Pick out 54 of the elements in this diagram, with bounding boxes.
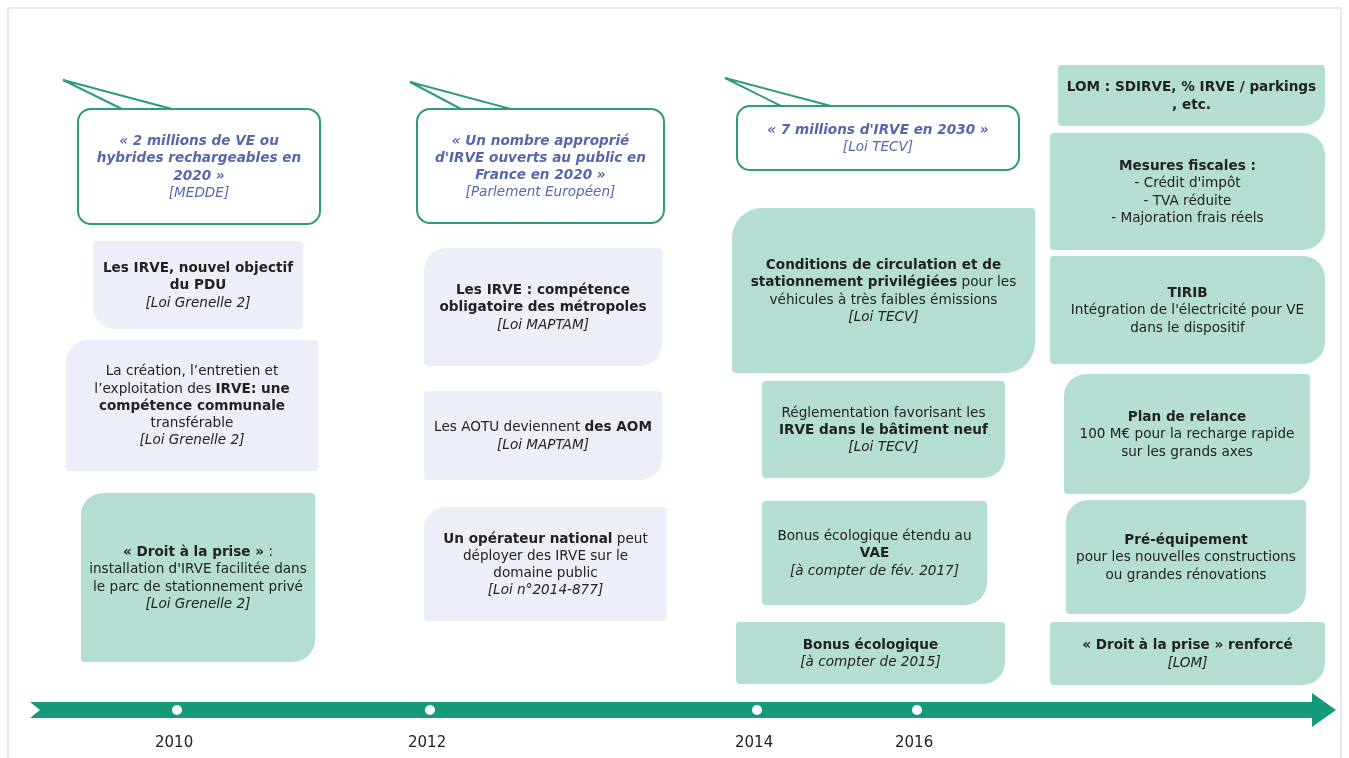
quote-text: « 2 millions de VE ou hybrides rechargeables en 2020 » (95, 132, 303, 184)
note-card (1064, 374, 1310, 494)
year-label: 2012 (408, 733, 447, 751)
source-reference: [MEDDE] (168, 183, 230, 201)
year-label: 2014 (735, 733, 774, 751)
heading-text: LOM : SDIRVE, % IRVE / parkings , etc. (1066, 78, 1317, 113)
note-card (1050, 256, 1325, 364)
note-card (732, 208, 1035, 373)
source-reference: [Loi Grenelle 2] (139, 431, 245, 449)
source-reference: [Loi n°2014-877] (487, 581, 604, 599)
body-text: Bonus écologique étendu au VAE (776, 527, 973, 562)
source-reference: [Loi TECV] (848, 438, 919, 456)
body-text: pour les nouvelles constructions ou grandes rénovations (1075, 548, 1297, 583)
source-reference: [Parlement Européen] (465, 183, 616, 201)
source-reference: [Loi MAPTAM] (497, 435, 589, 453)
heading-text: TIRIB (1167, 284, 1208, 302)
note-card (762, 501, 987, 605)
body-text: - Crédit d'impôt (1134, 174, 1241, 192)
body-text: La création, l’entretien et l’exploitation des IRVE: une compétence communale transférable (93, 362, 291, 432)
source-reference: [Loi Grenelle 2] (145, 594, 251, 612)
note-card (762, 381, 1005, 478)
body-text: Conditions de circulation et de stationnement privilégiées pour les véhicules à très faibles émissions (749, 256, 1018, 308)
body-text: 100 M€ pour la recharge rapide sur les grands axes (1078, 425, 1296, 460)
source-reference: [Loi Grenelle 2] (145, 293, 251, 311)
body-text: Intégration de l'électricité pour VE dans le dispositif (1069, 301, 1306, 336)
quote-text: « Un nombre approprié d'IRVE ouverts au public en France en 2020 » (434, 131, 647, 184)
body-text: Les AOTU deviennent des AOM (434, 418, 652, 436)
year-label: 2010 (155, 733, 194, 751)
source-reference: [LOM] (1167, 653, 1208, 671)
note-card (736, 622, 1005, 684)
quote-text: « 7 millions d'IRVE en 2030 » (767, 120, 989, 138)
heading-text: « Droit à la prise » renforcé (1082, 636, 1293, 654)
source-reference: [Loi MAPTAM] (497, 315, 589, 333)
heading-text: Les IRVE, nouvel objectif du PDU (101, 259, 295, 294)
heading-text: Pré-équipement (1124, 531, 1248, 549)
note-card (1058, 65, 1325, 126)
body-text: - Majoration frais réels (1111, 208, 1264, 226)
body-text: Réglementation favorisant les IRVE dans le bâtiment neuf (778, 403, 989, 439)
source-reference: [Loi TECV] (848, 307, 919, 325)
heading-text: Plan de relance (1127, 408, 1247, 426)
source-reference: [à compter de 2015] (800, 653, 941, 671)
source-reference: [Loi TECV] (842, 138, 914, 156)
body-text: - TVA réduite (1143, 191, 1232, 209)
note-card (1050, 622, 1325, 685)
source-reference: [à compter de fév. 2017] (789, 561, 960, 579)
heading-text: Les IRVE : compétence obligatoire des métropoles (438, 281, 648, 316)
note-card (1066, 500, 1306, 614)
body-text: « Droit à la prise » : installation d'IRVE facilitée dans le parc de stationnement privé (89, 543, 307, 595)
year-label: 2016 (895, 733, 934, 751)
heading-text: Mesures fiscales : (1119, 157, 1256, 175)
body-text: Un opérateur national peut déployer des IRVE sur le domaine public (442, 529, 649, 582)
note-card (1050, 133, 1325, 250)
heading-text: Bonus écologique (802, 635, 939, 653)
note-card (81, 493, 315, 662)
